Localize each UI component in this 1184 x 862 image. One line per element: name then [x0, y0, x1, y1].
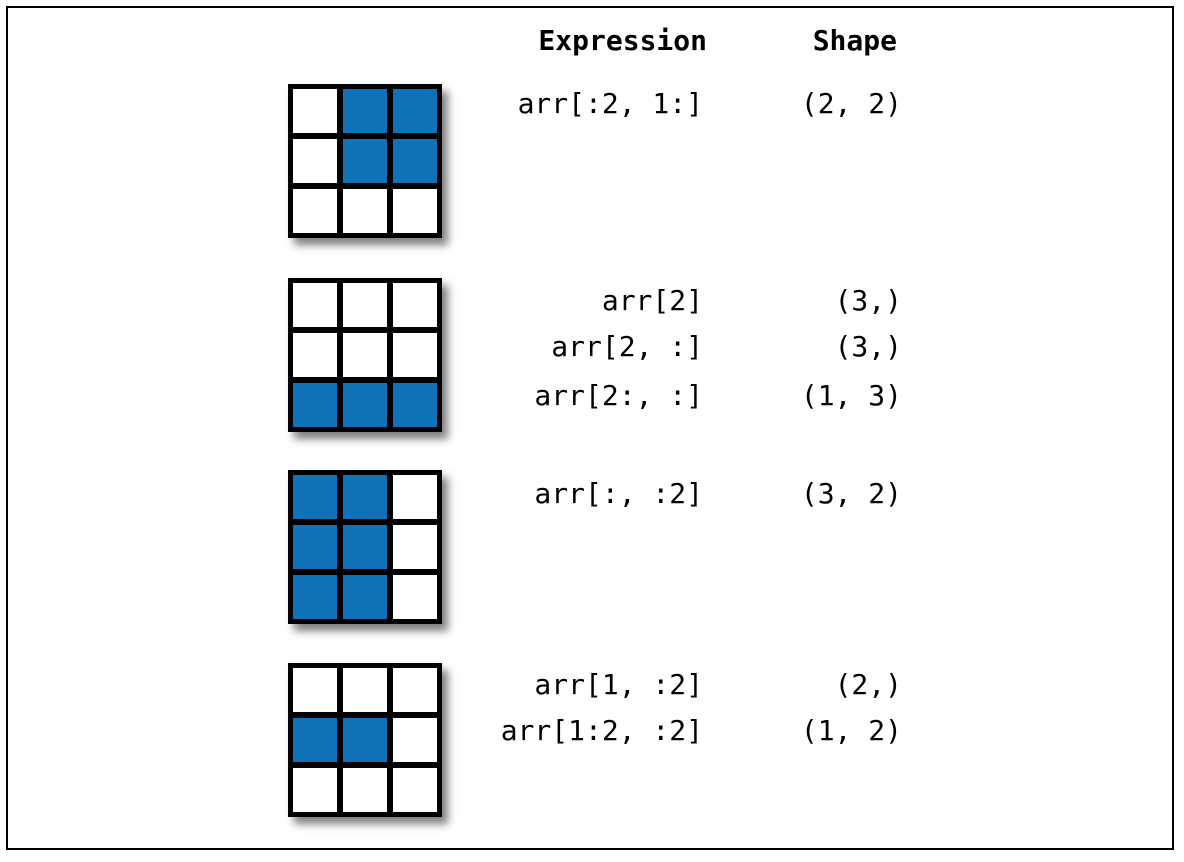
shape-text: (3,)	[834, 284, 902, 317]
highlighted-cell	[340, 715, 390, 765]
shape-text: (1, 3)	[800, 379, 902, 412]
expression-text: arr[:, :2]	[534, 477, 703, 510]
empty-cell	[390, 472, 440, 522]
highlighted-cell	[290, 572, 340, 622]
empty-cell	[340, 330, 390, 380]
empty-cell	[290, 765, 340, 815]
shape-text: (2, 2)	[800, 87, 902, 120]
empty-cell	[340, 665, 390, 715]
empty-cell	[390, 522, 440, 572]
highlighted-cell	[290, 380, 340, 430]
array-grid-1	[288, 84, 442, 238]
expression-text: arr[2:, :]	[534, 379, 703, 412]
empty-cell	[390, 765, 440, 815]
empty-cell	[390, 330, 440, 380]
highlighted-cell	[340, 86, 390, 136]
column-header-shape: Shape	[812, 24, 897, 57]
expression-text: arr[1:2, :2]	[500, 714, 703, 747]
highlighted-cell	[340, 472, 390, 522]
empty-cell	[390, 572, 440, 622]
empty-cell	[290, 136, 340, 186]
shape-text: (2,)	[834, 668, 902, 701]
column-header-expression: Expression	[538, 24, 707, 57]
empty-cell	[340, 186, 390, 236]
empty-cell	[390, 280, 440, 330]
empty-cell	[340, 765, 390, 815]
highlighted-cell	[290, 522, 340, 572]
shape-text: (3,)	[834, 330, 902, 363]
figure-border	[6, 6, 1174, 850]
empty-cell	[290, 665, 340, 715]
empty-cell	[290, 86, 340, 136]
shape-text: (1, 2)	[800, 714, 902, 747]
expression-text: arr[1, :2]	[534, 668, 703, 701]
empty-cell	[290, 186, 340, 236]
highlighted-cell	[290, 715, 340, 765]
highlighted-cell	[340, 380, 390, 430]
highlighted-cell	[340, 136, 390, 186]
highlighted-cell	[340, 522, 390, 572]
expression-text: arr[2]	[601, 284, 703, 317]
empty-cell	[290, 330, 340, 380]
highlighted-cell	[340, 572, 390, 622]
empty-cell	[390, 715, 440, 765]
empty-cell	[290, 280, 340, 330]
expression-text: arr[2, :]	[551, 330, 703, 363]
empty-cell	[340, 280, 390, 330]
expression-text: arr[:2, 1:]	[517, 87, 703, 120]
highlighted-cell	[390, 136, 440, 186]
highlighted-cell	[390, 86, 440, 136]
empty-cell	[390, 186, 440, 236]
empty-cell	[390, 665, 440, 715]
highlighted-cell	[390, 380, 440, 430]
array-grid-3	[288, 470, 442, 624]
array-grid-2	[288, 278, 442, 432]
highlighted-cell	[290, 472, 340, 522]
array-grid-4	[288, 663, 442, 817]
shape-text: (3, 2)	[800, 477, 902, 510]
